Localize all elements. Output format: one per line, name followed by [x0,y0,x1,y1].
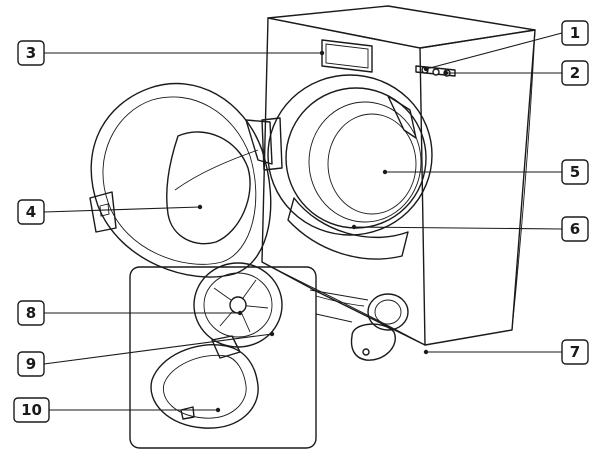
callout-7: 7 [423,339,589,365]
callout-5: 5 [382,159,589,185]
machine-body [261,5,536,346]
callout-label-3: 3 [26,44,36,62]
callout-1: 1 [423,20,589,72]
callout-6: 6 [351,216,589,242]
callout-label-4: 4 [26,203,36,221]
callout-label-6: 6 [570,220,580,238]
callout-3: 3 [17,40,325,66]
callout-label-9: 9 [26,355,36,373]
callout-label-10: 10 [21,401,42,419]
callout-4: 4 [17,199,203,225]
callout-9: 9 [17,331,275,377]
callout-label-8: 8 [26,304,36,322]
open-door [89,82,273,278]
callout-8: 8 [17,300,243,326]
filter-detail-inset [129,262,317,449]
control-panel [321,39,373,73]
inset-connector-bottom [315,313,353,323]
callout-label-5: 5 [570,163,580,181]
callout-10: 10 [13,397,221,423]
control-buttons [415,65,456,77]
filter-panel [315,293,409,361]
callout-2: 2 [443,60,589,86]
callout-label-2: 2 [570,64,580,82]
callout-label-1: 1 [570,24,580,42]
drum-opening [261,74,433,260]
inset-connector-top [309,289,369,301]
callout-label-7: 7 [570,343,580,361]
